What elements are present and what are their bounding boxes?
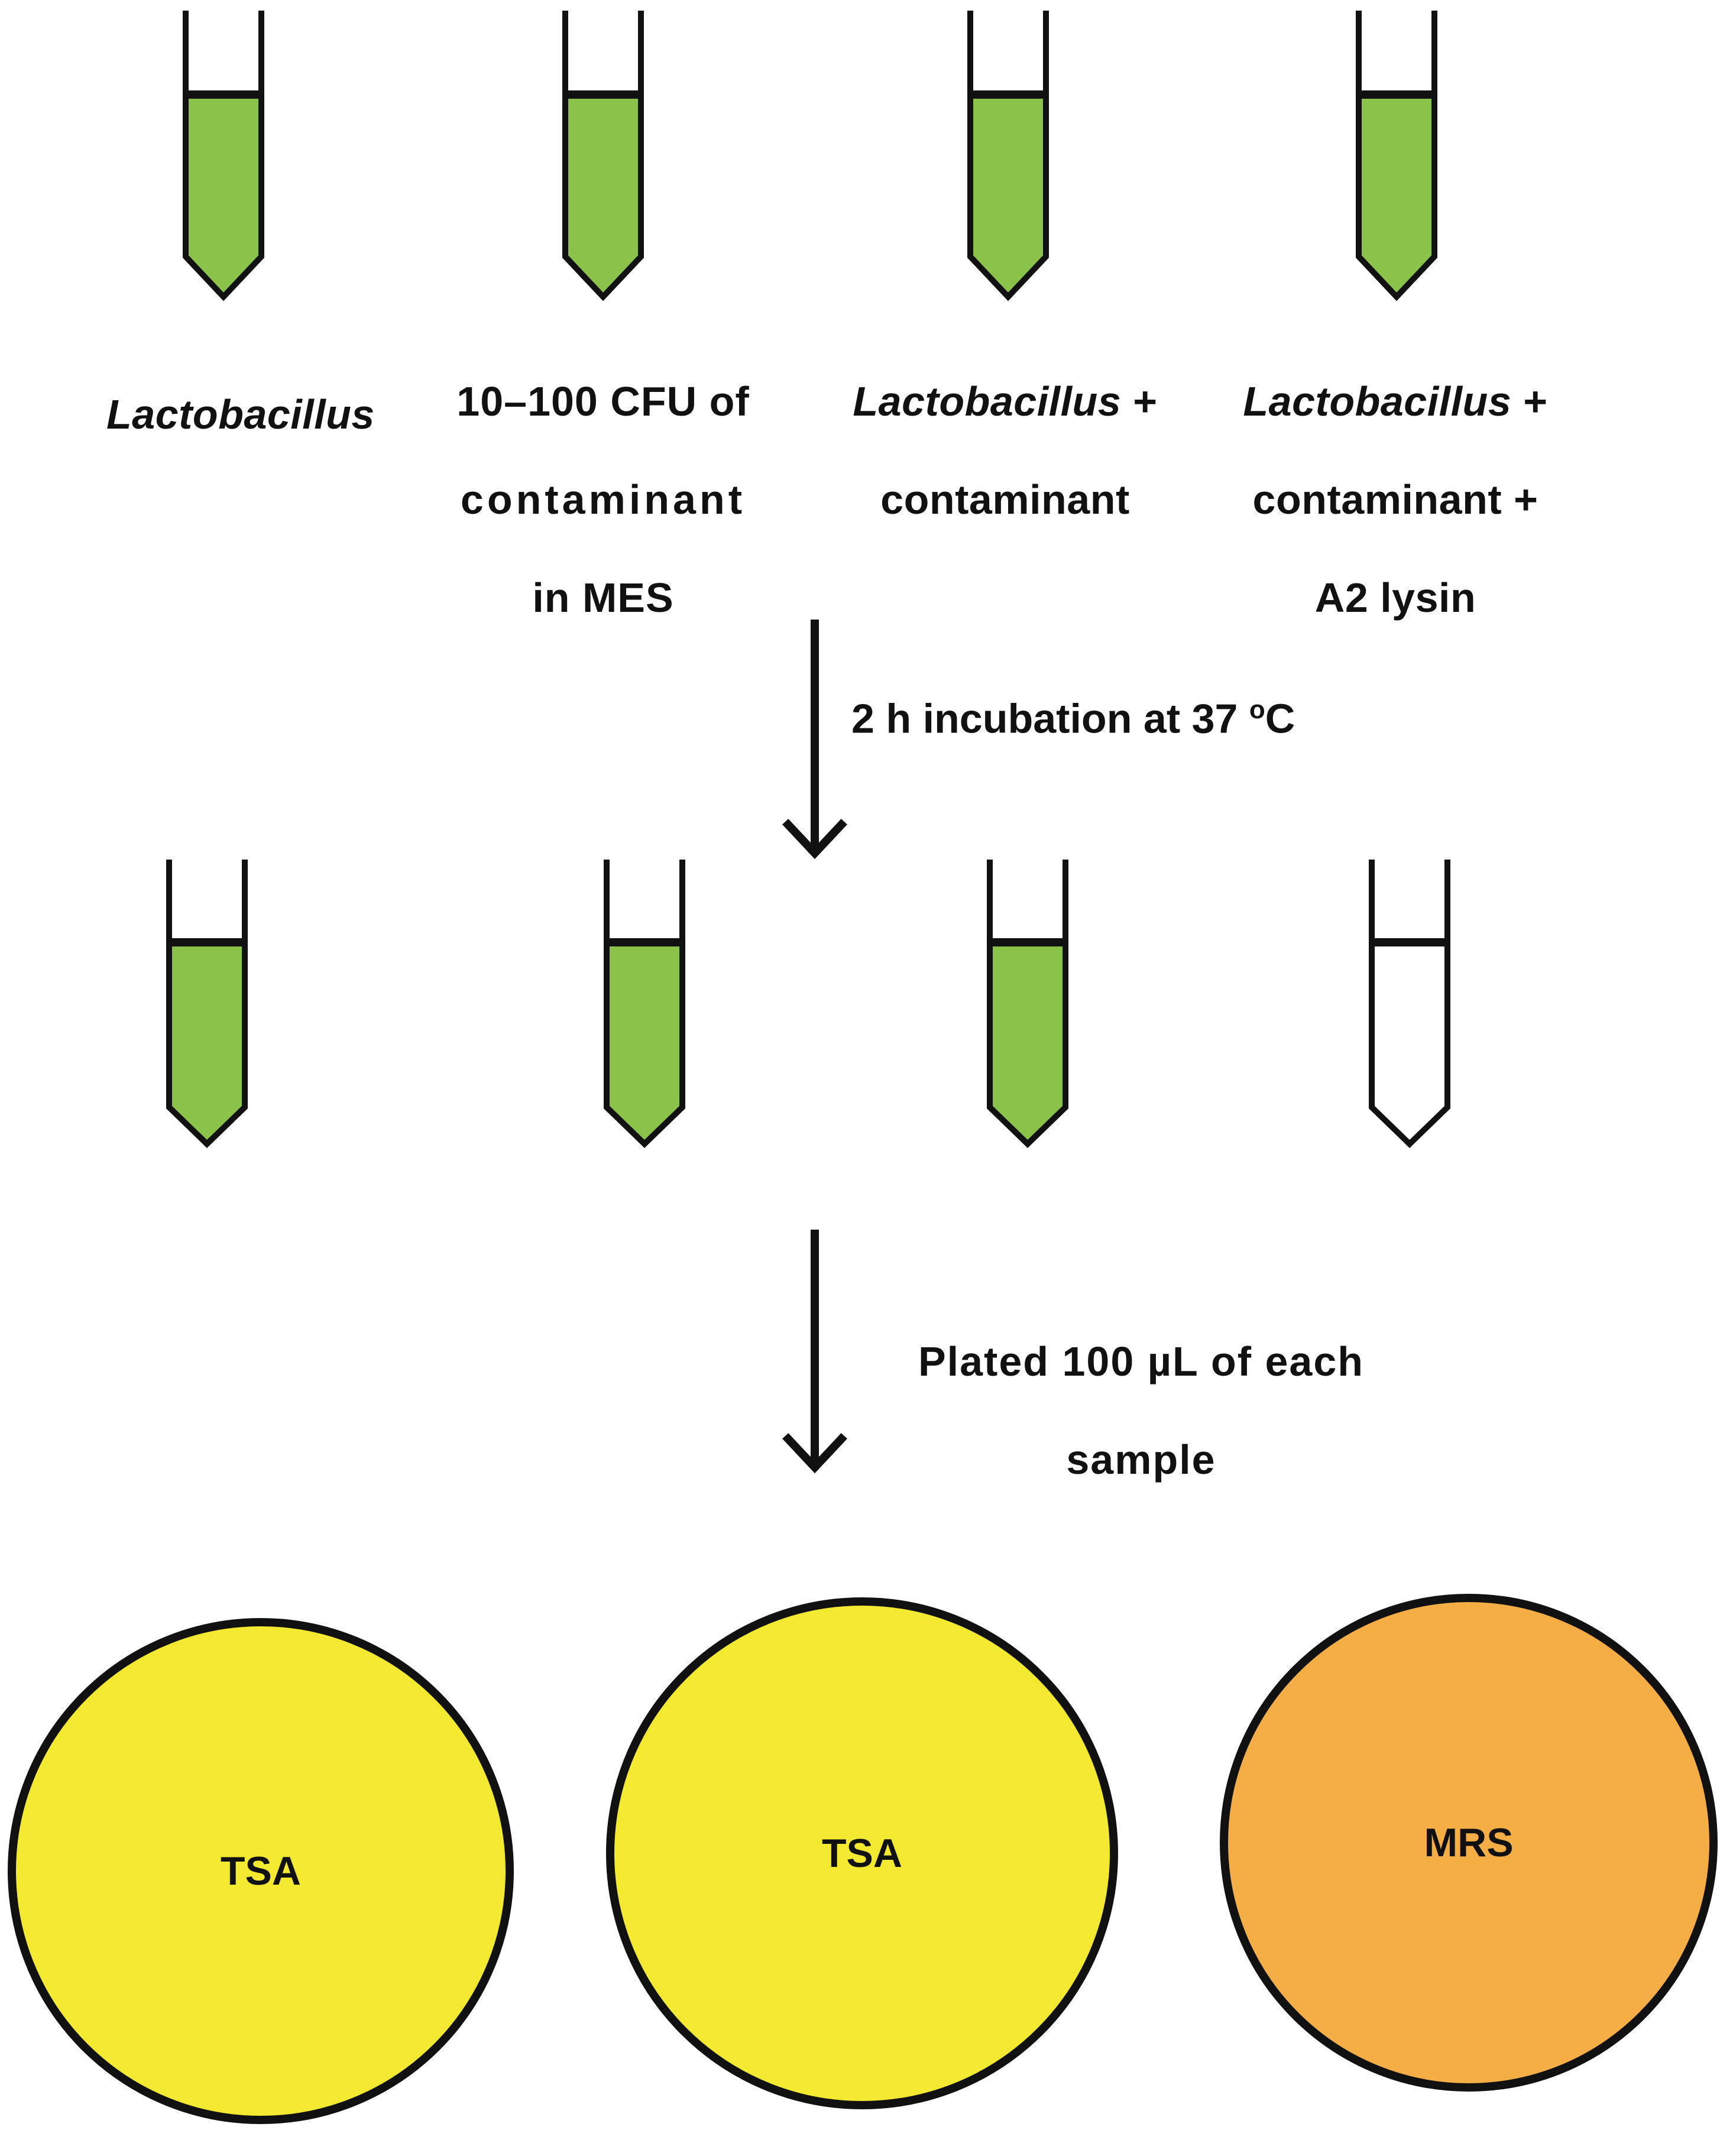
plate-label-tsa-2: TSA — [822, 1831, 902, 1876]
plating-arrow-head — [782, 1433, 847, 1474]
top-tube-0 — [183, 11, 264, 301]
bottom-tube-3-liquid — [1372, 942, 1447, 1144]
plate-row — [8, 1594, 1718, 2124]
top-tube-2-outline — [967, 11, 1049, 301]
tube-label-contaminant-in-mes: 10–100 CFU of contaminant in MES — [456, 378, 750, 621]
top-tube-2 — [967, 11, 1049, 301]
tube-label-lactobacillus: Lactobacillus — [106, 391, 375, 437]
agar-plate-tsa-2 — [606, 1597, 1118, 2109]
tube-label-lactobacillus-plus-contaminant: Lactobacillus + contaminant — [853, 378, 1158, 523]
bottom-tube-0 — [166, 860, 248, 1148]
agar-plate-tsa-1 — [8, 1618, 514, 2124]
bottom-tube-2-liquid — [990, 942, 1065, 1144]
incubation-step-label: 2 h incubation at 37 oC — [851, 695, 1295, 742]
bottom-tube-0-outline — [166, 860, 248, 1148]
plating-arrow — [782, 1230, 847, 1474]
agar-plate-mrs-3 — [1220, 1594, 1718, 2092]
top-tube-3 — [1356, 11, 1437, 301]
plate-label-mrs: MRS — [1424, 1820, 1514, 1865]
bottom-tube-0-liquid — [169, 942, 245, 1144]
plating-step-label: Plated 100 µL of each sample — [918, 1338, 1365, 1483]
bottom-tube-2-outline — [987, 860, 1068, 1148]
top-tube-3-liquid — [1359, 95, 1434, 297]
bottom-tube-2 — [987, 860, 1068, 1148]
bottom-tube-1-outline — [604, 860, 685, 1148]
top-tube-1-liquid — [565, 95, 641, 297]
bottom-tube-3 — [1369, 860, 1450, 1148]
bottom-tube-1-liquid — [607, 942, 682, 1144]
top-tube-1 — [562, 11, 644, 301]
bottom-tube-1 — [604, 860, 685, 1148]
incubation-arrow — [782, 620, 847, 860]
incubation-arrow-head — [782, 819, 847, 860]
top-tube-0-outline — [183, 11, 264, 301]
top-tube-2-liquid — [970, 95, 1046, 297]
tube-label-lactobacillus-plus-contaminant-plus-lysin: Lactobacillus + contaminant + A2 lysin — [1243, 378, 1548, 621]
top-tube-3-outline — [1356, 11, 1437, 301]
plate-label-tsa-1: TSA — [221, 1849, 301, 1894]
top-tube-1-outline — [562, 11, 644, 301]
top-tube-row — [183, 11, 1437, 301]
bottom-tube-row — [166, 860, 1450, 1148]
top-tube-0-liquid — [186, 95, 261, 297]
bottom-tube-3-outline — [1369, 860, 1450, 1148]
